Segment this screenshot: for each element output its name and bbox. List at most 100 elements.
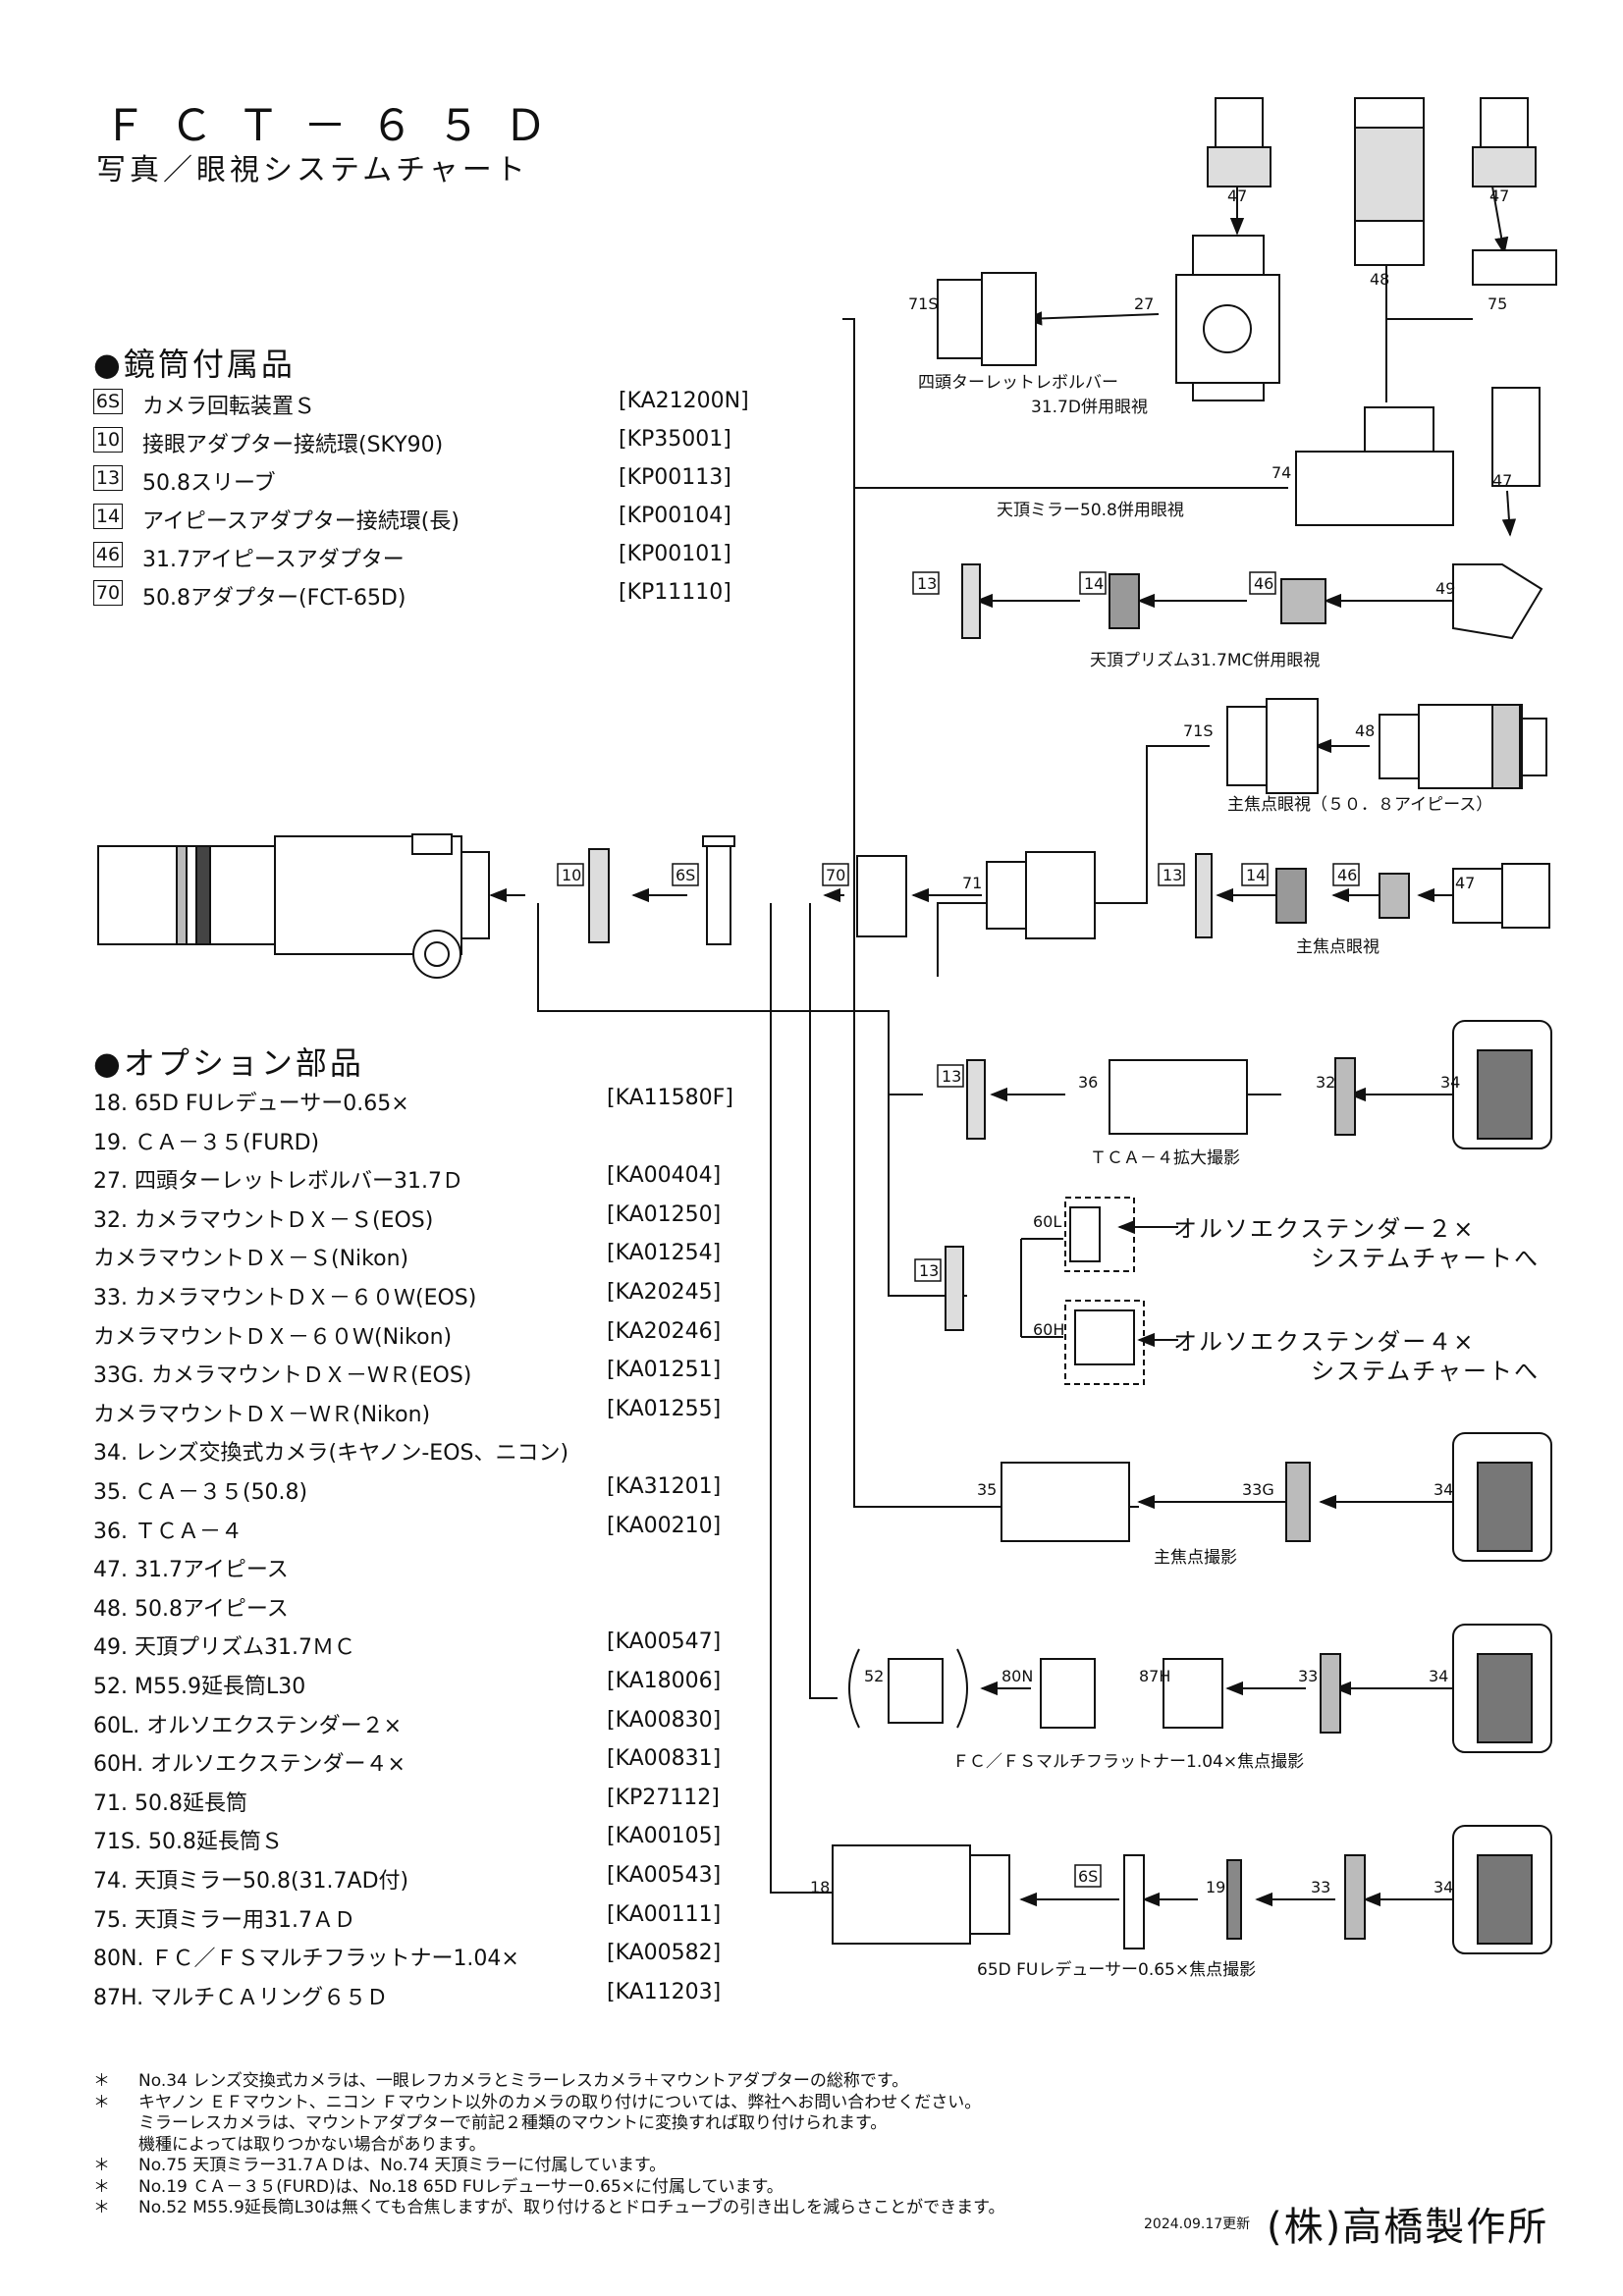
accessory-code: 10	[93, 427, 123, 453]
camera-rotator-6s	[706, 845, 731, 945]
boxed-label-13: 13	[1163, 866, 1182, 884]
accessory-code: 70	[93, 580, 123, 606]
footnote-text: No.52 M55.9延長筒L30は無くても合焦しますが、取り付けるとドロチュー…	[138, 2198, 1005, 2217]
list-item: 18. 65D FUレデューサー0.65×[KA11580F]	[93, 1086, 781, 1123]
list-item: 48. 50.8アイピース	[93, 1591, 781, 1629]
part-number: [KA01254]	[607, 1241, 722, 1266]
option-name: 34. レンズ交換式カメラ(キヤノン-EOS、ニコン)	[93, 1441, 569, 1467]
part-number: [KP27112]	[607, 1785, 720, 1810]
accessory-name: 50.8アダプター(FCT-65D)	[142, 586, 406, 611]
footnote-text: 機種によっては取りつかない場合があります。	[138, 2134, 486, 2155]
ca-ring-87h	[1163, 1658, 1223, 1729]
label-87h: 87H	[1139, 1667, 1170, 1685]
boxed-label-13: 13	[942, 1067, 961, 1086]
boxed-label-6s: 6S	[676, 866, 695, 884]
camera-body-34	[1452, 1624, 1552, 1753]
part-number: [KA20245]	[607, 1280, 722, 1305]
connector-line	[770, 903, 833, 1894]
part-number: [KA21200N]	[619, 389, 749, 413]
option-name: 75. 天頂ミラー用31.7ＡＤ	[93, 1907, 355, 1933]
part-number: [KA00404]	[607, 1163, 722, 1189]
accessory-name: 50.8スリーブ	[142, 471, 276, 496]
list-item: 19. ＣＡ－３５(FURD)	[93, 1125, 781, 1162]
option-name: 60L. オルソエクステンダー２×	[93, 1713, 403, 1738]
eyepiece-adapter-46	[1379, 873, 1410, 919]
connector-line	[809, 903, 838, 1699]
footnote-text: ミラーレスカメラは、マウントアダプターで前記２種類のマウントに変換すれば取り付け…	[138, 2113, 888, 2133]
boxed-label-13: 13	[917, 574, 937, 593]
part-number: [KA11580F]	[607, 1086, 733, 1110]
adapter-70	[856, 855, 907, 937]
extension-tube-71s	[937, 279, 983, 359]
label-74: 74	[1271, 463, 1291, 482]
footnote-text: No.75 天頂ミラー31.7ＡＤは、No.74 天頂ミラーに付属しています。	[138, 2156, 667, 2175]
label-47: 47	[1492, 471, 1512, 490]
camera-body-34	[1452, 1825, 1552, 1954]
caption-flattener: ＦＣ／ＦＳマルチフラットナー1.04×焦点撮影	[952, 1752, 1304, 1772]
caption-tca: ＴＣＡ－４拡大撮影	[1090, 1148, 1240, 1168]
label-19: 19	[1206, 1878, 1225, 1896]
label-71s: 71S	[1183, 721, 1214, 740]
list-item: 33G. カメラマウントＤＸ－ＷＲ(EOS)[KA01251]	[93, 1358, 781, 1395]
label-47: 47	[1455, 874, 1475, 892]
bracket-left	[848, 1648, 860, 1729]
option-name: 27. 四頭ターレットレボルバー31.7Ｄ	[93, 1169, 463, 1195]
tca4-36	[1109, 1059, 1248, 1135]
caption-prime-photo: 主焦点撮影	[1154, 1548, 1237, 1568]
flattener-80n	[1040, 1658, 1096, 1729]
extension-tube-52	[888, 1658, 944, 1724]
accessory-code: 46	[93, 542, 123, 567]
list-item: 71S. 50.8延長筒Ｓ[KA00105]	[93, 1824, 781, 1861]
list-item: カメラマウントＤＸ－６０Ｗ(Nikon)[KA20246]	[93, 1319, 781, 1357]
caption-system-chart: システムチャートへ	[1311, 1358, 1540, 1385]
arrow	[1024, 311, 1160, 326]
footnote-mark: ＊	[93, 2198, 110, 2217]
part-number: [KP11110]	[619, 580, 731, 605]
eyepiece-48	[1379, 714, 1420, 779]
caption-zenith-mirror: 天頂ミラー50.8併用眼視	[997, 501, 1184, 520]
extender-60h	[1074, 1309, 1135, 1365]
footnote-mark: ＊	[93, 2071, 110, 2091]
label-48: 48	[1370, 270, 1389, 289]
accessory-code: 6S	[93, 389, 123, 414]
option-name: 35. ＣＡ－３５(50.8)	[93, 1480, 308, 1505]
label-18: 18	[810, 1878, 830, 1896]
label-80n: 80N	[1001, 1667, 1033, 1685]
part-number: [KA18006]	[607, 1669, 722, 1693]
camera-mount-33	[1320, 1653, 1341, 1734]
boxed-label-6s: 6S	[1078, 1867, 1098, 1886]
list-item: 27. 四頭ターレットレボルバー31.7Ｄ [KA00404]	[93, 1163, 781, 1201]
list-item: 35. ＣＡ－３５(50.8)[KA31201]	[93, 1474, 781, 1512]
part-number: [KA01250]	[607, 1201, 722, 1227]
accessory-code: 13	[93, 465, 123, 491]
list-item: 14 アイピースアダプター接続環(長) [KP00104]	[93, 504, 741, 541]
list-item: 13 50.8スリーブ [KP00113]	[93, 465, 741, 503]
option-name: 33G. カメラマウントＤＸ－ＷＲ(EOS)	[93, 1363, 472, 1389]
label-71s: 71S	[908, 294, 939, 313]
reducer-18	[832, 1844, 971, 1945]
arrow	[1501, 490, 1517, 537]
option-name: 49. 天頂プリズム31.7ＭＣ	[93, 1635, 355, 1661]
footnote-mark: ＊	[93, 2092, 110, 2112]
part-number: [KP00104]	[619, 504, 731, 528]
connector-line	[842, 318, 1139, 1508]
camera-adapter-35	[1001, 1462, 1130, 1542]
accessory-name: カメラ回転装置Ｓ	[142, 395, 316, 419]
label-34: 34	[1434, 1878, 1453, 1896]
option-name: 52. M55.9延長筒L30	[93, 1675, 306, 1699]
label-48: 48	[1355, 721, 1375, 740]
boxed-label-13: 13	[919, 1261, 939, 1280]
list-item: 71. 50.8延長筒[KP27112]	[93, 1786, 781, 1823]
label-34: 34	[1429, 1667, 1448, 1685]
connector-line	[537, 903, 967, 1297]
zenith-prism-49	[1452, 563, 1543, 640]
extension-tube-71	[986, 861, 1027, 930]
list-item: 46 31.7アイピースアダプター [KP00101]	[93, 542, 741, 579]
ca35-furd-19	[1226, 1859, 1242, 1940]
footnote: 機種によっては取りつかない場合があります。	[93, 2130, 1173, 2155]
camera-mount-33	[1344, 1854, 1366, 1940]
part-number: [KA00543]	[607, 1863, 722, 1888]
label-27: 27	[1134, 294, 1154, 313]
option-name: 80N. ＦＣ／ＦＳマルチフラットナー1.04×	[93, 1947, 519, 1972]
